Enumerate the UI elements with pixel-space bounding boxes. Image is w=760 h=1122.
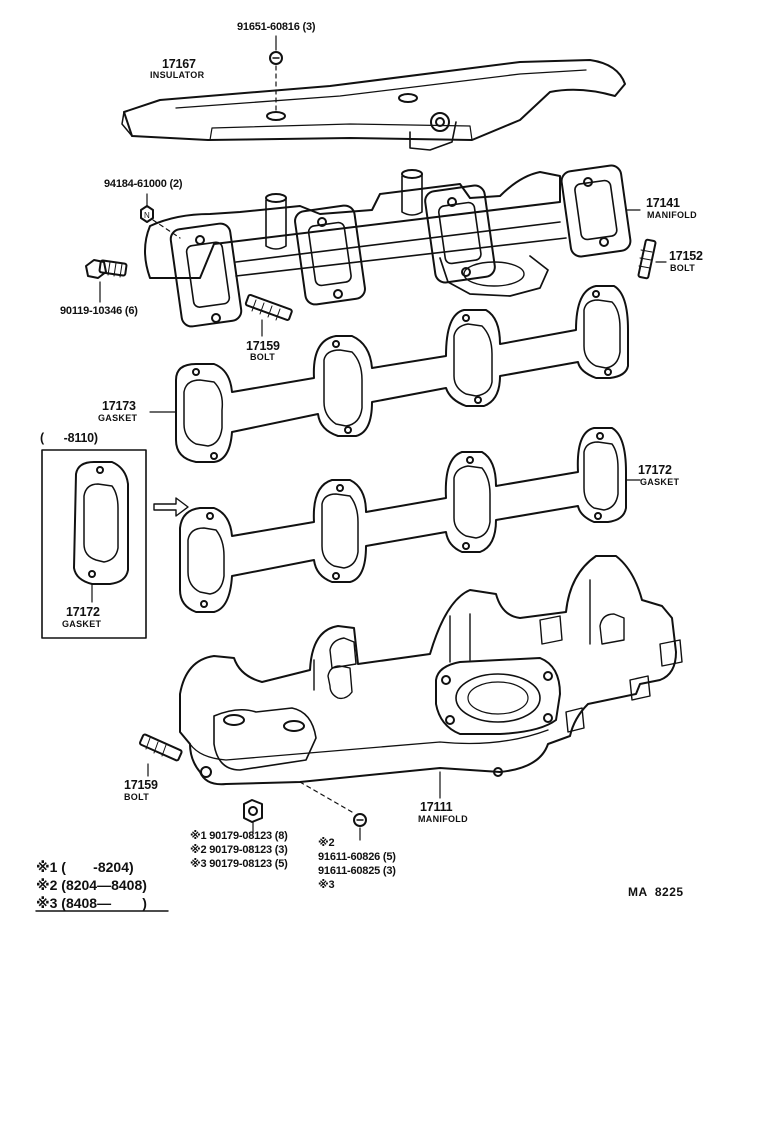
flange-nut-icon: [243, 799, 263, 833]
insulator-shape: [121, 59, 626, 151]
manifold-caption: MANIFOLD: [647, 210, 697, 220]
lower-manifold-shape: [179, 555, 683, 813]
manifold-number: 17141: [646, 196, 680, 210]
inset-box: [41, 449, 147, 639]
stud-bolt-mid-icon: [244, 293, 293, 337]
bolt-lower-number: 17159: [124, 778, 158, 792]
legend-row-1: ※1 ( -8204): [36, 859, 134, 875]
stud-bolt-lower-icon: [139, 733, 183, 777]
bolt-mid-number: 17159: [246, 339, 280, 353]
insulator-caption: INSULATOR: [150, 70, 205, 80]
insulator-bolt-icon: [269, 35, 283, 113]
gasket-inset-number: 17172: [66, 605, 100, 619]
washer-icon: [353, 813, 367, 841]
gasket-lower-number: 17172: [638, 463, 672, 477]
bolt-mid-caption: BOLT: [250, 352, 276, 362]
washer-spec-line-2: 91611-60825 (3): [318, 865, 396, 877]
stud-bolt-label: 90119-10346 (6): [60, 305, 138, 317]
lower-gasket-shape: [179, 427, 627, 613]
bolt-right-number: 17152: [669, 249, 703, 263]
bolt-lower-caption: BOLT: [124, 792, 150, 802]
svg-text:N: N: [144, 211, 150, 220]
washer-spec-line-1: 91611-60826 (5): [318, 851, 396, 863]
washer-ref-2: ※2: [318, 837, 335, 849]
manifold-lower-number: 17111: [420, 800, 453, 814]
gasket-upper-number: 17173: [102, 399, 136, 413]
nut-label: 94184-61000 (2): [104, 178, 183, 190]
nut-icon: N: [140, 193, 181, 239]
manifold-lower-caption: MANIFOLD: [418, 814, 468, 824]
legend-row-2: ※2 (8204—8408): [36, 877, 147, 893]
gasket-inset-caption: GASKET: [62, 619, 102, 629]
inset-range-label: ( -8110): [40, 431, 98, 445]
gasket-lower-caption: GASKET: [640, 477, 680, 487]
insulator-bolt-label: 91651-60816 (3): [237, 21, 316, 33]
nut-spec-line-3: ※3 90179-08123 (5): [190, 858, 288, 870]
bolt-right-caption: BOLT: [670, 263, 696, 273]
upper-manifold-shape: [144, 164, 632, 328]
stud-bolt-right-icon: [637, 238, 667, 280]
hex-bolt-icon: [85, 259, 128, 303]
gasket-upper-caption: GASKET: [98, 413, 138, 423]
nut-spec-line-2: ※2 90179-08123 (3): [190, 844, 288, 856]
arrow-right-icon: [153, 497, 189, 517]
washer-ref-3: ※3: [318, 879, 335, 891]
nut-spec-line-1: ※1 90179-08123 (8): [190, 830, 288, 842]
legend-row-3: ※3 (8408— ): [36, 895, 147, 911]
insulator-number: 17167: [162, 57, 196, 71]
drawing-code: MA 8225: [628, 885, 684, 899]
upper-gasket-shape: [175, 285, 629, 463]
